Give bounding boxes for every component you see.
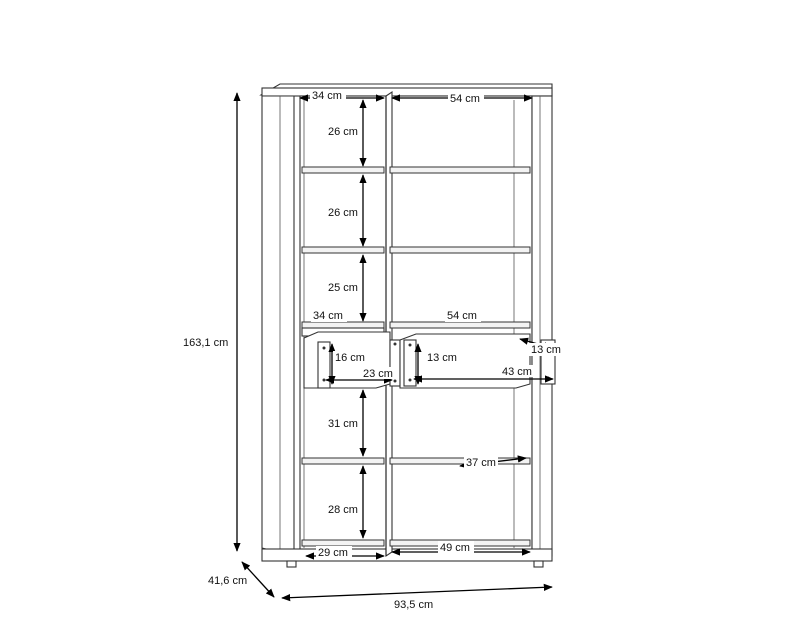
dim-line-overall-width (281, 583, 553, 602)
label-drawer-right-outer-width: 54 cm (447, 310, 477, 322)
label-lower-left-height: 31 cm (328, 418, 358, 430)
label-overall-width: 93,5 cm (394, 599, 433, 611)
label-shelf1-height: 26 cm (328, 126, 358, 138)
dim-line-depth (241, 561, 275, 598)
label-drawer-right-inner-width: 43 cm (502, 366, 532, 378)
right-side-panel (531, 95, 553, 557)
label-overall-height: 163,1 cm (183, 337, 228, 349)
shelf-left-1 (301, 166, 385, 174)
label-drawer-left-height: 16 cm (335, 352, 365, 364)
label-drawer-left-outer-width: 34 cm (313, 310, 343, 322)
left-side-panel (261, 95, 295, 557)
label-bottom-right-width: 49 cm (440, 542, 470, 554)
foot-right (533, 560, 544, 568)
drawer-right-box (399, 333, 531, 389)
label-drawer-right-height: 13 cm (427, 352, 457, 364)
plinth (261, 548, 553, 562)
label-top-left-width: 34 cm (312, 90, 342, 102)
shelf-right-3 (389, 321, 531, 329)
label-drawer-left-inner-width: 23 cm (363, 368, 393, 380)
dimension-labels: 163,1 cm 93,5 cm 41,6 cm 34 cm 54 cm 26 … (181, 89, 563, 611)
shelf-right-1 (389, 166, 531, 174)
label-overall-depth: 41,6 cm (208, 575, 247, 587)
label-lower-right-depth: 37 cm (466, 457, 496, 469)
foot-left (286, 560, 297, 568)
label-top-right-width: 54 cm (450, 93, 480, 105)
shelf-left-bottom (301, 539, 385, 547)
shelf-right-4 (389, 457, 531, 465)
label-bottom-left-height: 28 cm (328, 504, 358, 516)
label-drawer-right-side-depth: 13 cm (531, 344, 561, 356)
shelf-left-4 (301, 457, 385, 465)
shelf-left-2 (301, 246, 385, 254)
label-shelf3-height: 25 cm (328, 282, 358, 294)
shelf-left-3 (301, 321, 385, 329)
label-shelf2-height: 26 cm (328, 207, 358, 219)
top-board-front (261, 87, 553, 97)
shelf-right-2 (389, 246, 531, 254)
label-bottom-left-width: 29 cm (318, 547, 348, 559)
drawer-right (399, 333, 556, 389)
